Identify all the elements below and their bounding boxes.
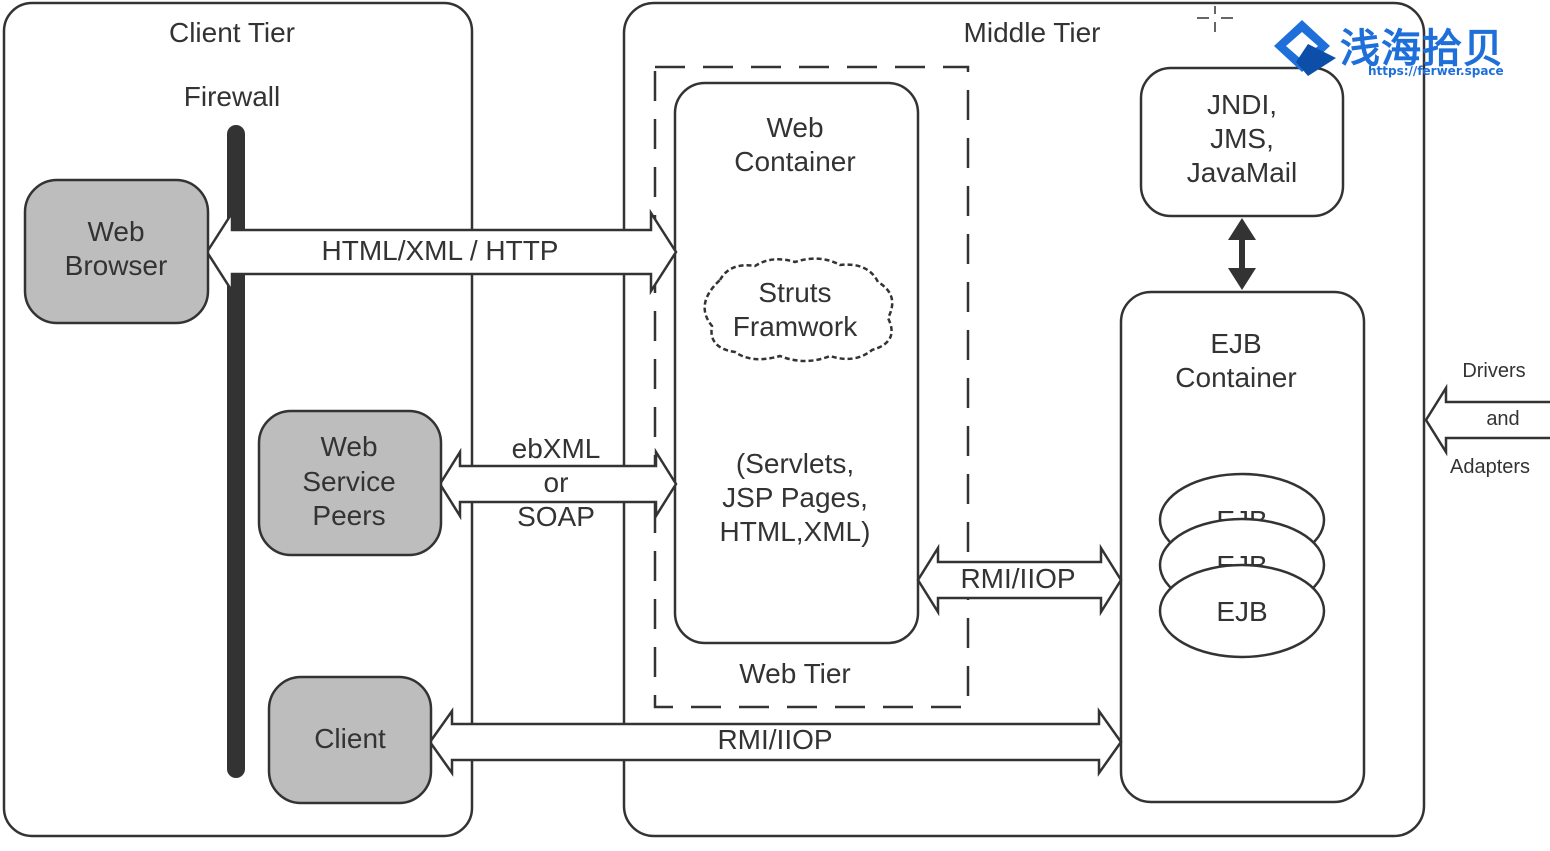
ejb-container-title: EJB [1210, 328, 1261, 359]
watermark-brand: 浅海拾贝 https://ferwer.space [1268, 14, 1538, 84]
web-browser-label: Web [87, 216, 144, 247]
web-container-title-2: Container [734, 146, 855, 177]
web-service-peers-label-3: Peers [312, 500, 385, 531]
soap-label-2: or [544, 467, 569, 498]
client-tier-label: Client Tier [169, 17, 295, 48]
services-line-3: JavaMail [1187, 157, 1297, 188]
web-service-peers-label: Web [320, 431, 377, 462]
crosshair-cursor-icon [1197, 6, 1233, 32]
struts-cloud [703, 257, 894, 363]
web-browser-box [23, 178, 210, 325]
http-arrow [205, 208, 678, 296]
http-arrow-label: HTML/XML / HTTP [322, 235, 559, 266]
struts-label: Struts [758, 277, 831, 308]
web-container-box [673, 81, 920, 645]
services-line-2: JMS, [1210, 123, 1274, 154]
web-tier-label: Web Tier [739, 658, 851, 689]
web-service-peers-box [257, 409, 443, 557]
drivers-arrow [1424, 383, 1550, 457]
brand-url: https://ferwer.space [1368, 64, 1504, 78]
brand-name: 浅海拾贝 [1340, 26, 1504, 72]
ejb-bean-front-label: EJB [1216, 596, 1267, 627]
middle-tier-label: Middle Tier [964, 17, 1101, 48]
brand-logo-icon [1274, 20, 1336, 76]
web-service-peers-label-2: Service [302, 466, 395, 497]
services-line-1: JNDI, [1207, 89, 1277, 120]
struts-label-2: Framwork [733, 311, 858, 342]
ejb-container-title-2: Container [1175, 362, 1296, 393]
client-box [267, 675, 433, 805]
web-browser-label-2: Browser [65, 250, 168, 281]
client-ejb-arrow-label: RMI/IIOP [717, 724, 832, 755]
web-tier-frame [653, 65, 970, 709]
drivers-label-1: Drivers [1462, 360, 1525, 382]
web-container-contents-2: JSP Pages, [722, 482, 868, 513]
ejb-stack: EJB EJB EJB [1158, 472, 1326, 659]
soap-arrow [438, 447, 678, 521]
web-container-contents-1: (Servlets, [736, 448, 854, 479]
ejb-bean-front [1158, 563, 1326, 659]
soap-label-3: SOAP [517, 501, 595, 532]
drivers-label-2: and [1486, 408, 1519, 430]
web-ejb-arrow [916, 543, 1123, 617]
services-ejb-connector [1228, 218, 1256, 290]
client-ejb-arrow [428, 707, 1123, 777]
client-label: Client [314, 723, 386, 754]
services-box [1139, 66, 1345, 218]
soap-label-1: ebXML [512, 433, 601, 464]
web-ejb-arrow-label: RMI/IIOP [960, 563, 1075, 594]
web-container-title: Web [766, 112, 823, 143]
web-container-contents-3: HTML,XML) [720, 516, 871, 547]
firewall-label: Firewall [184, 81, 280, 112]
drivers-label-3: Adapters [1450, 456, 1530, 478]
